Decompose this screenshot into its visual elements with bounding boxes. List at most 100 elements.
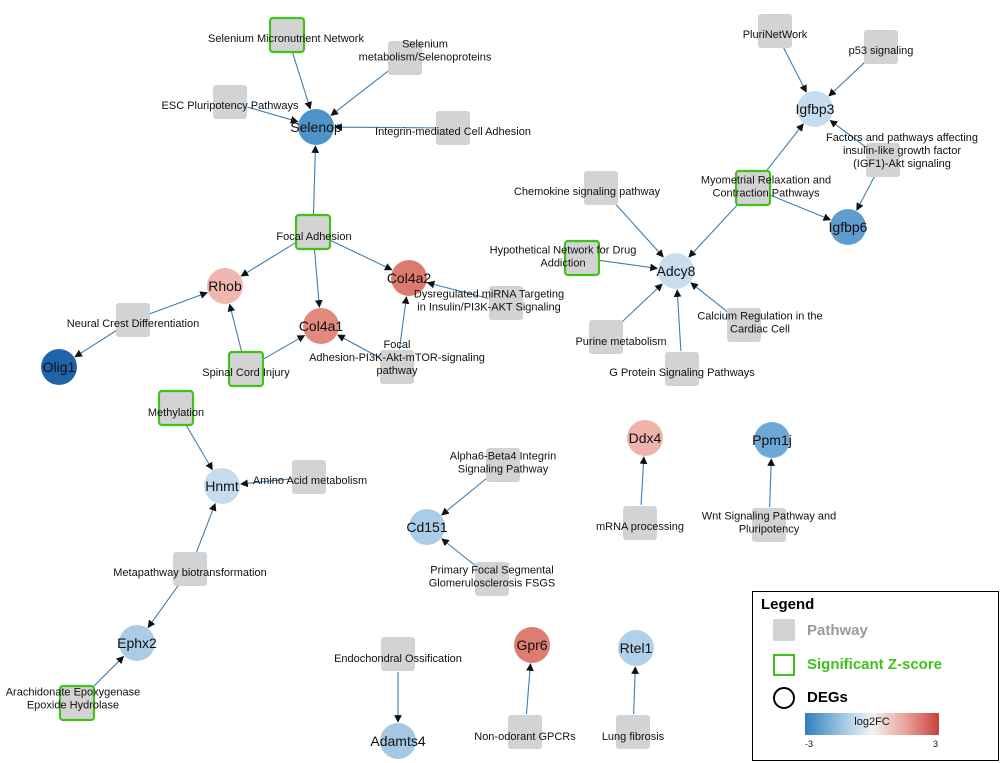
gene-node-adcy8[interactable]: Adcy8 [657,253,696,289]
pathway-box [486,448,520,482]
pathway-node-amino[interactable]: Amino Acid metabolism [253,460,367,494]
pathway-node-lung[interactable]: Lung fibrosis [602,715,665,749]
gene-label: Igfbp6 [829,219,868,235]
edge-p_focal-to-g_col4a2 [328,239,393,271]
pathway-node-purine[interactable]: Purine metabolism [575,320,667,354]
edge-p_myo-to-g_igfbp6 [769,194,832,221]
edge-p_spinal-to-g_col4a1 [261,334,306,361]
edge-p_chemo-to-g_adcy8 [612,200,664,258]
edge-p_pi3k-to-g_col4a2 [398,296,410,350]
edge-p_mrna-to-g_ddx4 [639,456,648,506]
gene-node-col4a2[interactable]: Col4a2 [387,260,432,296]
pathway-label: mRNA processing [596,521,684,533]
pathway-box [292,460,326,494]
gene-node-ppm1j[interactable]: Ppm1j [752,422,792,458]
gene-circle [627,420,663,456]
deg-circle-icon [773,687,795,709]
pathway-box [866,143,900,177]
edge-layer [74,46,876,723]
pathway-label: Neural Crest Differentiation [67,318,199,330]
pathway-node-methyl[interactable]: Methylation [148,389,204,427]
edge-p_mirna-to-g_col4a2 [426,280,489,300]
edge-p_selmicro-to-g_selenop [291,52,312,110]
gene-node-hnmt[interactable]: Hnmt [204,468,240,504]
pathway-label: G Protein Signaling Pathways [609,367,755,379]
log2fc-gradient [805,713,939,735]
pathway-box [294,213,332,251]
gene-node-ddx4[interactable]: Ddx4 [627,420,663,456]
pathway-box [268,16,306,54]
pathway-label: Focal Adhesion [276,231,351,243]
legend-pathway-label: Pathway [807,622,868,639]
pathway-box [864,30,898,64]
gene-label: Olig1 [43,359,76,375]
pathway-box [665,352,699,386]
edge-p_nonodor-to-g_gpr6 [525,663,534,715]
gene-node-gpr6[interactable]: Gpr6 [514,627,550,663]
gene-node-rhob[interactable]: Rhob [207,268,243,304]
pathway-box [381,637,415,671]
pathway-label: PluriNetWork [743,29,808,41]
edge-p_myo-to-g_igfbp3 [763,123,804,175]
edge-p_focal-to-g_selenop [311,145,320,215]
pathway-node-endo[interactable]: Endochondral Ossification [334,637,462,671]
pathway-node-spinal[interactable]: Spinal Cord Injury [202,350,290,388]
gene-circle [658,253,694,289]
pathway-label: Selenium Micronutrient Network [208,33,364,45]
gene-node-selenop[interactable]: Selenop [290,109,342,145]
pathway-node-gprot[interactable]: G Protein Signaling Pathways [609,352,755,386]
pathway-node-metabio[interactable]: Metapathway biotransformation [113,552,267,586]
pathway-node-selmicro[interactable]: Selenium Micronutrient Network [208,16,364,54]
gene-label: Adamts4 [370,733,425,749]
pathway-node-nonodor[interactable]: Non-odorant GPCRs [474,715,576,749]
gene-node-olig1[interactable]: Olig1 [41,349,77,385]
gene-node-col4a1[interactable]: Col4a1 [299,308,344,344]
edge-p_metabio-to-g_hnmt [195,503,217,553]
gene-circle [797,91,833,127]
gene-node-cd151[interactable]: Cd151 [406,509,448,545]
pathway-node-pluri[interactable]: PluriNetWork [743,14,808,48]
pathway-box [734,169,772,207]
edge-p_neural-to-g_olig1 [74,329,119,358]
edge-p_gprot-to-g_adcy8 [673,289,682,352]
gene-node-rtel1[interactable]: Rtel1 [618,630,654,666]
pathway-label: Integrin-mediated Cell Adhesion [375,126,531,138]
pathway-node-focal[interactable]: Focal Adhesion [276,213,352,251]
scale-min-label: -3 [805,739,814,749]
pathway-node-mrna[interactable]: mRNA processing [596,506,684,540]
pathway-box [213,85,247,119]
pathway-box [157,389,195,427]
pathway-node-p53[interactable]: p53 signaling [849,30,914,64]
gene-node-igfbp3[interactable]: Igfbp3 [796,91,835,127]
legend-title: Legend [761,596,815,613]
pathway-node-chemo[interactable]: Chemokine signaling pathway [514,171,661,205]
pathway-node-neural[interactable]: Neural Crest Differentiation [67,303,199,337]
gene-circle [380,723,416,759]
pathway-label: ESC Pluripotency Pathways [162,100,299,112]
pathway-box [475,562,509,596]
pathway-node-esc[interactable]: ESC Pluripotency Pathways [162,85,299,119]
edge-p_pluri-to-g_igfbp3 [782,46,807,93]
gene-node-ephx2[interactable]: Ephx2 [117,625,157,661]
gene-node-igfbp6[interactable]: Igfbp6 [829,209,868,245]
pathway-node-integrin[interactable]: Integrin-mediated Cell Adhesion [375,111,531,145]
edge-p_esc-to-g_selenop [247,106,299,124]
gene-node-adamts4[interactable]: Adamts4 [370,723,426,759]
edge-p_lung-to-g_rtel1 [631,666,639,715]
gene-circle [754,422,790,458]
